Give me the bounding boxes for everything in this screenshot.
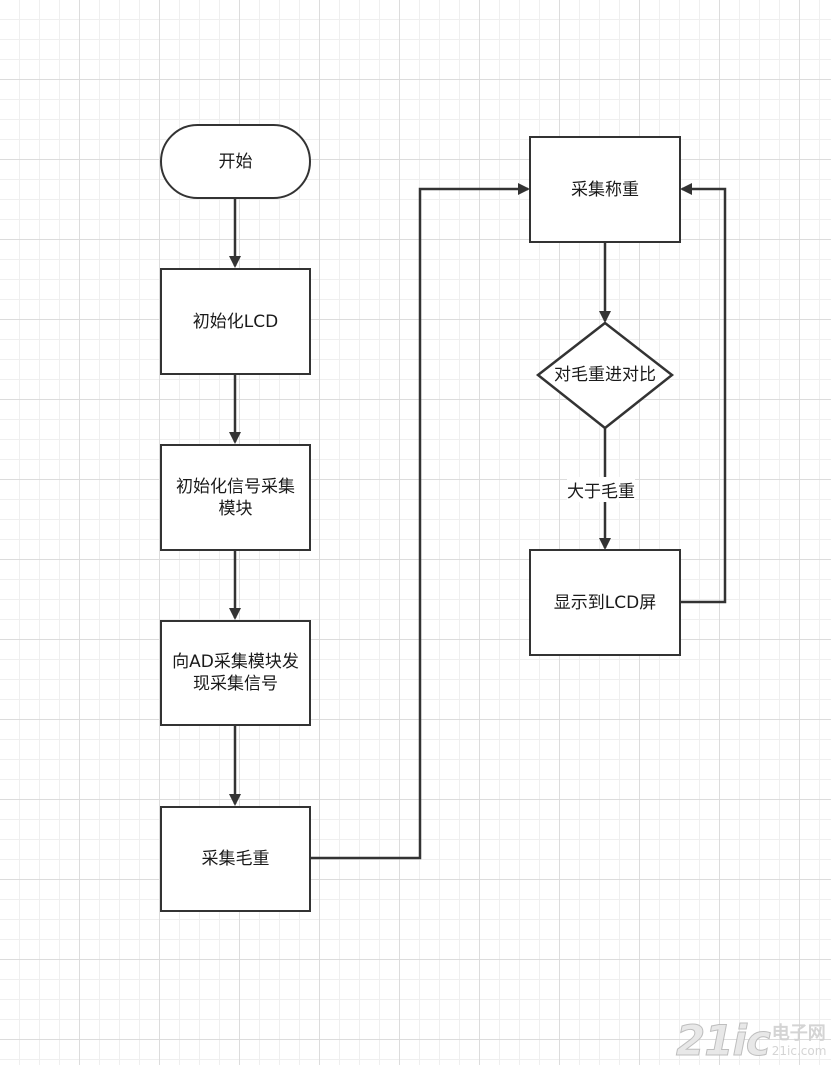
watermark-line2: 21ic.com (771, 1043, 827, 1058)
decision-diamond-shape (535, 321, 675, 430)
edge-label-greater-than-gross: 大于毛重 (567, 477, 635, 502)
edge-display-loop-to-collect-weight (680, 183, 727, 604)
compare-gross-decision-label: 对毛重进对比 (554, 365, 656, 385)
watermark-text: 电子网 21ic.com (771, 1022, 827, 1058)
start-node: 开始 (160, 124, 311, 199)
edge-collect-gross-to-collect-weight (310, 183, 530, 860)
watermark-number: 21ic (676, 1016, 772, 1065)
send-ad-signal-node: 向AD采集模块发现采集信号 (160, 620, 311, 726)
collect-weighing-node: 采集称重 (529, 136, 681, 243)
display-lcd-node: 显示到LCD屏 (529, 549, 681, 656)
init-lcd-node: 初始化LCD (160, 268, 311, 375)
init-signal-module-node: 初始化信号采集模块 (160, 444, 311, 551)
site-watermark: 21ic 电子网 21ic.com (676, 1016, 827, 1065)
watermark-line1: 电子网 (771, 1022, 826, 1044)
collect-gross-weight-node: 采集毛重 (160, 806, 311, 912)
